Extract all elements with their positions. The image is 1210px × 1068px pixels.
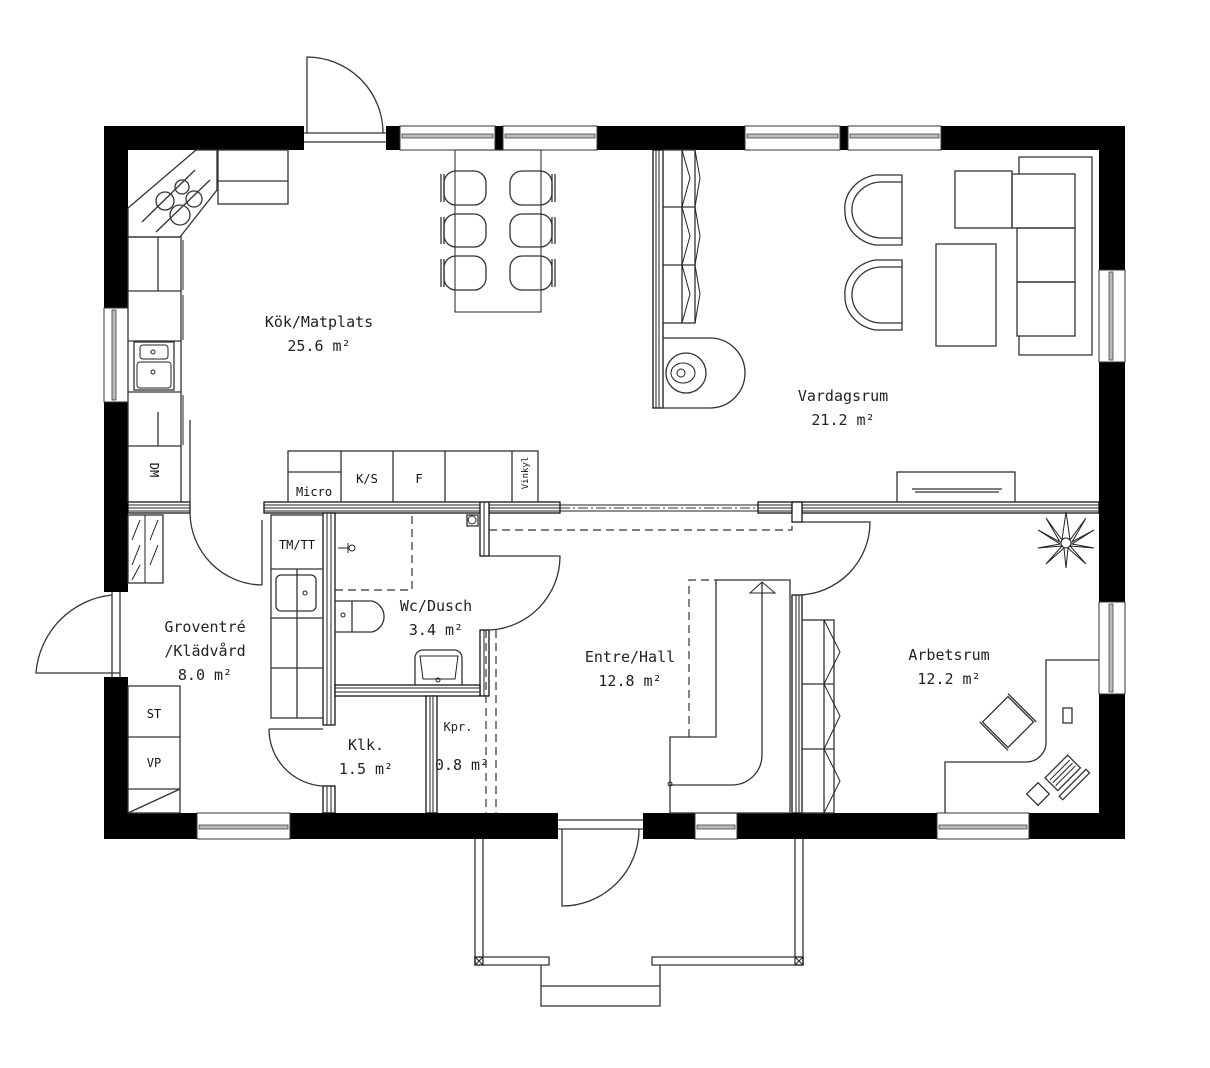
st-label: ST xyxy=(147,707,161,721)
kitchen-fixtures: DM Micro K/S F Vinkyl xyxy=(127,149,556,503)
exterior-doors xyxy=(35,56,643,907)
interior-walls xyxy=(127,149,1100,814)
room-labels: Kök/Matplats 25.6 m² Vardagsrum 21.2 m² … xyxy=(164,313,989,778)
room-name-groventre: Groventré xyxy=(164,618,245,636)
room-area-groventre: 8.0 m² xyxy=(178,666,232,684)
room-area-wc: 3.4 m² xyxy=(409,621,463,639)
room-name-arbetsrum: Arbetsrum xyxy=(908,646,989,664)
room-area-kpr: 0.8 m² xyxy=(435,756,489,774)
hall-fixtures xyxy=(485,513,793,814)
dm-label: DM xyxy=(147,463,161,477)
micro-label: Micro xyxy=(296,485,332,499)
entry-fixtures: ST VP TM/TT xyxy=(127,514,324,814)
room-name-kpr: Kpr. xyxy=(444,720,473,734)
interior-doors xyxy=(189,420,871,787)
windows xyxy=(103,125,1126,840)
vinkyl-label: Vinkyl xyxy=(521,457,531,490)
room-area-vardagsrum: 21.2 m² xyxy=(811,411,874,429)
room-name-klk: Klk. xyxy=(348,736,384,754)
bathroom-fixtures xyxy=(334,514,479,685)
room-name-kok: Kök/Matplats xyxy=(265,313,373,331)
room-name-vardagsrum: Vardagsrum xyxy=(798,387,888,405)
room-name-wc: Wc/Dusch xyxy=(400,597,472,615)
living-room-fixtures xyxy=(662,149,1093,503)
vp-label: VP xyxy=(147,756,161,770)
room-area-klk: 1.5 m² xyxy=(339,760,393,778)
office-fixtures xyxy=(801,511,1099,814)
room-name-entre: Entre/Hall xyxy=(585,648,675,666)
tmtt-label: TM/TT xyxy=(279,538,315,552)
porch xyxy=(474,839,804,1007)
exterior-walls xyxy=(104,126,1125,839)
ks-label: K/S xyxy=(356,472,378,486)
plant-icon xyxy=(1037,511,1095,569)
room-area-entre: 12.8 m² xyxy=(598,672,661,690)
room-name2-groventre: /Klädvård xyxy=(164,642,245,660)
dining-chairs xyxy=(440,170,556,291)
f-label: F xyxy=(415,472,422,486)
room-area-arbetsrum: 12.2 m² xyxy=(917,670,980,688)
room-area-kok: 25.6 m² xyxy=(287,337,350,355)
